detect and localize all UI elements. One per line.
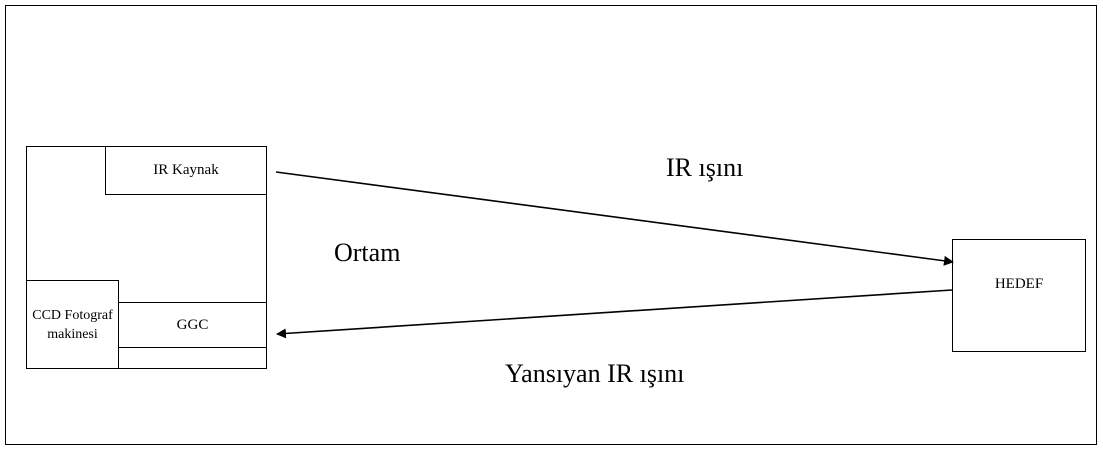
target-box xyxy=(952,239,1086,352)
ir-beam-arrow xyxy=(275,171,954,266)
reflected-beam-label: Yansıyan IR ışını xyxy=(505,359,685,388)
medium-label: Ortam xyxy=(334,238,401,267)
ggc-label: GGC xyxy=(176,316,209,333)
ggc-box xyxy=(118,302,267,348)
reflected-beam-arrow xyxy=(276,289,953,339)
ccd-camera-box xyxy=(26,280,119,369)
ir-source-label: IR Kaynak xyxy=(153,162,219,178)
ir-beam-label: IR ışını xyxy=(666,153,744,182)
ccd-camera-label: CCD Fotograf makinesi xyxy=(32,307,113,342)
diagram-frame xyxy=(5,5,1097,445)
ir-source-box xyxy=(105,146,267,195)
target-label: HEDEF xyxy=(994,275,1044,292)
